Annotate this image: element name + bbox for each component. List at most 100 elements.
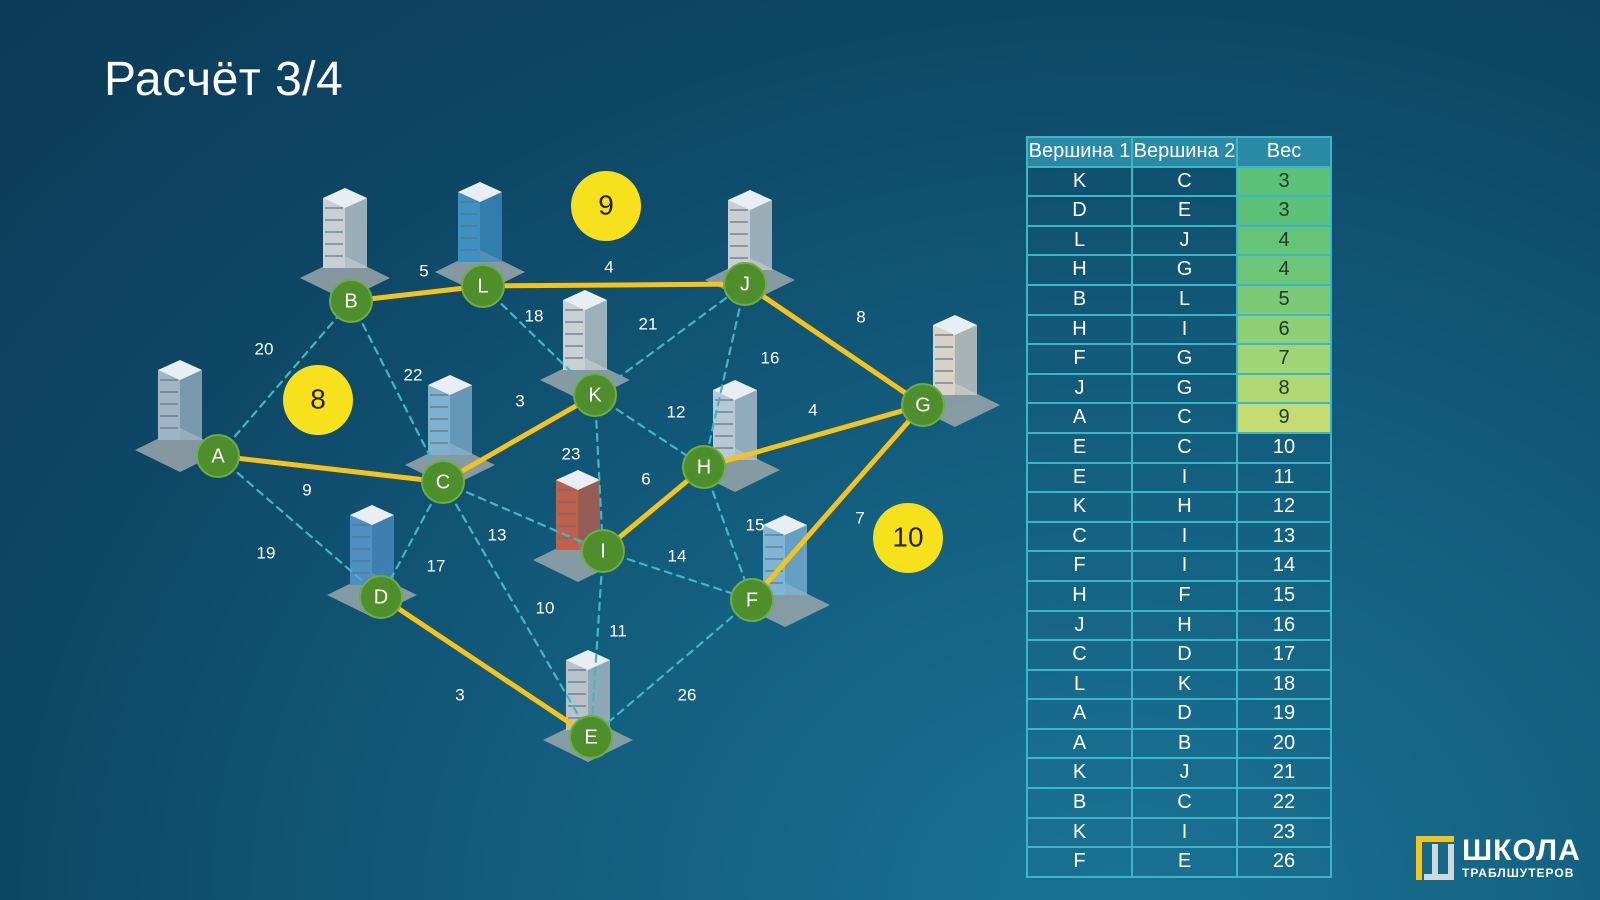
- cell-vertex1: B: [1026, 787, 1133, 819]
- cell-vertex1: F: [1026, 846, 1133, 878]
- cell-vertex1: H: [1026, 313, 1133, 346]
- edge-weight-j-g: 8: [856, 307, 865, 326]
- edge-weight-l-k: 18: [525, 306, 544, 325]
- column-header-vertex1: Вершина 1: [1026, 136, 1133, 168]
- edge-weight-a-b: 20: [255, 339, 274, 358]
- cell-vertex2: I: [1131, 550, 1238, 582]
- node-b: B: [329, 279, 373, 323]
- node-label: G: [915, 394, 931, 416]
- node-g: G: [901, 383, 945, 427]
- cell-vertex1: B: [1026, 283, 1133, 316]
- cell-weight: 3: [1236, 165, 1332, 198]
- cell-weight: 6: [1236, 313, 1332, 346]
- step-marker-10: 10: [873, 503, 943, 573]
- edge-l-k: [481, 284, 597, 397]
- cell-vertex1: K: [1026, 816, 1133, 849]
- cell-weight: 19: [1236, 698, 1332, 730]
- cell-vertex2: H: [1131, 609, 1238, 642]
- cell-vertex1: A: [1026, 727, 1133, 760]
- cell-weight: 4: [1236, 224, 1332, 257]
- step-marker-label: 8: [310, 383, 326, 414]
- node-label: F: [746, 589, 758, 611]
- cell-weight: 17: [1236, 639, 1332, 671]
- cell-vertex2: G: [1131, 343, 1238, 375]
- edge-l-j: [480, 281, 748, 289]
- page-title: Расчёт 3/4: [104, 53, 344, 106]
- cell-vertex2: C: [1131, 787, 1238, 819]
- edge-weight-k-h: 12: [667, 402, 686, 421]
- edge-weight-c-i: 13: [488, 525, 507, 544]
- step-marker-8: 8: [283, 365, 353, 435]
- cell-weight: 16: [1236, 609, 1332, 642]
- cell-vertex2: G: [1131, 372, 1238, 405]
- table-header-row: Вершина 1 Вершина 2 Вес: [1026, 136, 1332, 168]
- logo-name: ШКОЛА: [1462, 834, 1581, 867]
- cell-weight: 3: [1236, 195, 1332, 227]
- node-d: D: [359, 575, 403, 619]
- edge-weight-d-e: 3: [455, 685, 464, 704]
- cell-weight: 11: [1236, 461, 1332, 494]
- cell-weight: 5: [1236, 283, 1332, 316]
- node-label: J: [740, 273, 750, 295]
- cell-vertex1: L: [1026, 224, 1133, 257]
- node-label: L: [477, 275, 488, 297]
- cell-vertex2: C: [1131, 402, 1238, 434]
- cell-vertex1: H: [1026, 254, 1133, 286]
- cell-vertex1: L: [1026, 668, 1133, 701]
- edge-b-l: [348, 283, 486, 304]
- cell-vertex2: C: [1131, 165, 1238, 198]
- school-logo: ШКОЛА ТРАБЛШУТЕРОВ: [1414, 834, 1590, 884]
- edge-weight-c-d: 17: [427, 556, 446, 575]
- edge-a-d: [216, 454, 383, 599]
- column-header-vertex2: Вершина 2: [1131, 136, 1238, 168]
- cell-vertex1: E: [1026, 461, 1133, 494]
- edge-weight-h-f: 15: [746, 515, 765, 534]
- edge-d-e: [378, 594, 594, 740]
- edge-weight-c-e: 10: [536, 598, 555, 617]
- cell-vertex1: A: [1026, 698, 1133, 730]
- cell-vertex1: H: [1026, 579, 1133, 612]
- cell-vertex2: K: [1131, 668, 1238, 701]
- node-f: F: [730, 578, 774, 622]
- cell-vertex2: J: [1131, 224, 1238, 257]
- cell-vertex2: H: [1131, 491, 1238, 523]
- cell-weight: 18: [1236, 668, 1332, 701]
- cell-vertex2: J: [1131, 757, 1238, 790]
- node-i: I: [581, 529, 625, 573]
- edge-weight-h-g: 4: [808, 400, 817, 419]
- cell-vertex2: G: [1131, 254, 1238, 286]
- edge-a-b: [216, 299, 353, 458]
- node-c: C: [421, 460, 465, 504]
- edge-h-f: [702, 465, 754, 602]
- cell-vertex1: C: [1026, 520, 1133, 553]
- edge-weight-a-c: 9: [302, 480, 311, 499]
- edge-k-i: [593, 393, 605, 553]
- cell-vertex1: K: [1026, 165, 1133, 198]
- node-label: D: [374, 586, 388, 608]
- node-label: A: [211, 445, 225, 467]
- logo-subtitle: ТРАБЛШУТЕРОВ: [1462, 866, 1575, 880]
- cell-vertex1: D: [1026, 195, 1133, 227]
- node-label: H: [697, 456, 711, 478]
- edge-weight-k-j: 21: [639, 314, 658, 333]
- cell-vertex1: E: [1026, 431, 1133, 464]
- cell-weight: 15: [1236, 579, 1332, 612]
- edge-f-e: [589, 598, 754, 739]
- node-label: B: [344, 290, 357, 312]
